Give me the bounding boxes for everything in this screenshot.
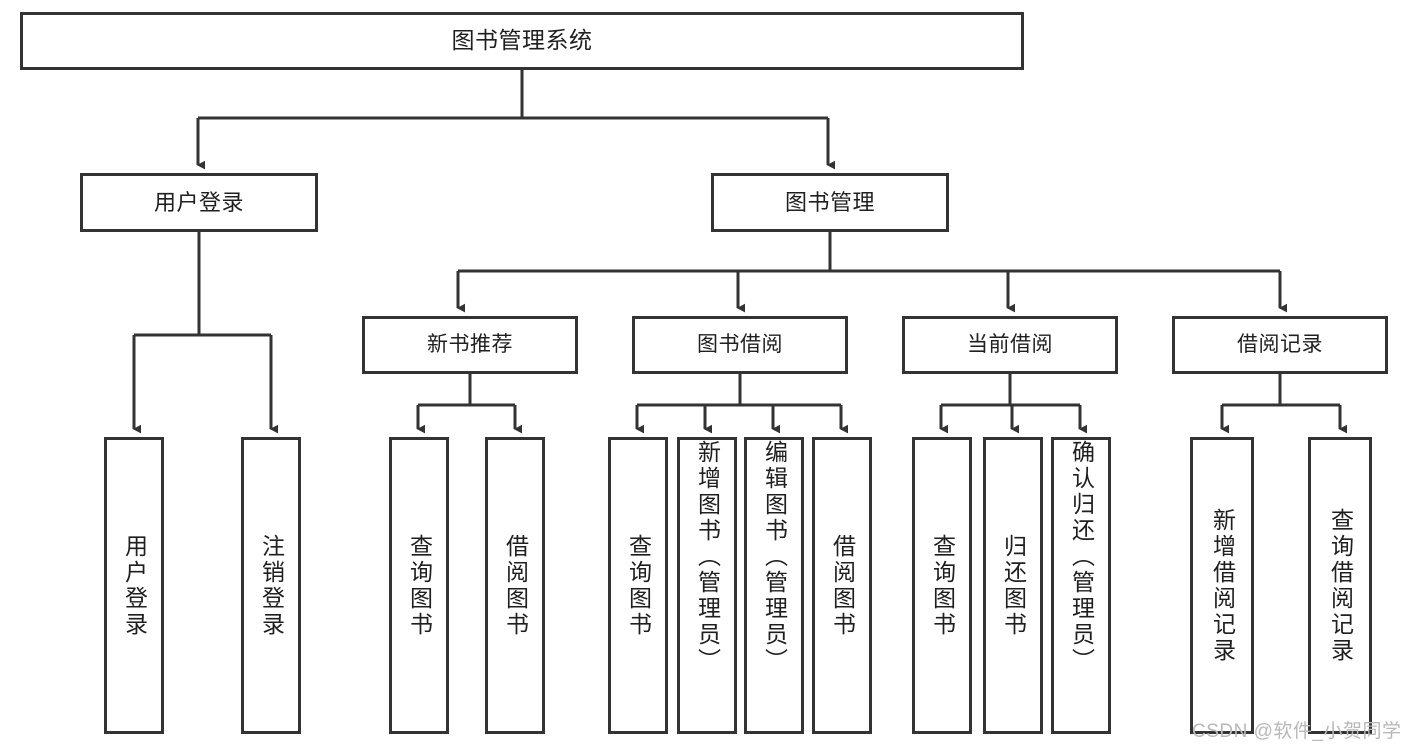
node-user-login-label: 用户登录 [153, 189, 244, 215]
node-book-management-label: 图书管理 [784, 189, 875, 215]
node-leaf-return-book-label: 归还图书 [1000, 533, 1027, 638]
node-leaf-user-logout[interactable]: 注销登录 [241, 437, 301, 734]
node-leaf-borrow-book-1[interactable]: 借阅图书 [485, 437, 545, 734]
node-leaf-query-book-1[interactable]: 查询图书 [389, 437, 449, 734]
node-leaf-query-book-2-label: 查询图书 [625, 533, 652, 638]
node-leaf-borrow-book-2-label: 借阅图书 [829, 533, 856, 638]
node-leaf-edit-book-label: 编辑图书（管理员） [761, 440, 788, 674]
node-root[interactable]: 图书管理系统 [20, 12, 1024, 70]
node-current-borrow-label: 当前借阅 [967, 332, 1053, 356]
node-user-login[interactable]: 用户登录 [80, 173, 318, 232]
node-leaf-confirm-return[interactable]: 确认归还（管理员） [1051, 437, 1111, 734]
node-leaf-return-book[interactable]: 归还图书 [983, 437, 1043, 734]
node-leaf-query-record[interactable]: 查询借阅记录 [1308, 437, 1372, 734]
node-book-borrow[interactable]: 图书借阅 [632, 316, 848, 374]
node-current-borrow[interactable]: 当前借阅 [902, 316, 1118, 374]
node-leaf-add-book[interactable]: 新增图书（管理员） [677, 437, 737, 734]
node-leaf-user-login-label: 用户登录 [121, 533, 148, 638]
node-book-management[interactable]: 图书管理 [711, 173, 949, 232]
node-new-book-recommend[interactable]: 新书推荐 [362, 316, 578, 374]
node-leaf-borrow-book-1-label: 借阅图书 [502, 533, 529, 638]
node-leaf-confirm-return-label: 确认归还（管理员） [1068, 440, 1095, 674]
node-book-borrow-label: 图书借阅 [697, 332, 783, 356]
node-borrow-record-label: 借阅记录 [1237, 332, 1323, 356]
node-leaf-add-record[interactable]: 新增借阅记录 [1190, 437, 1254, 734]
node-leaf-edit-book[interactable]: 编辑图书（管理员） [744, 437, 804, 734]
node-leaf-user-login[interactable]: 用户登录 [104, 437, 164, 734]
node-leaf-add-record-label: 新增借阅记录 [1209, 507, 1236, 664]
csdn-watermark: CSDN @软件_小贺同学 [1192, 721, 1402, 742]
node-leaf-add-book-label: 新增图书（管理员） [694, 440, 721, 674]
node-leaf-query-book-1-label: 查询图书 [406, 533, 433, 638]
node-leaf-query-book-3[interactable]: 查询图书 [912, 437, 972, 734]
node-leaf-query-record-label: 查询借阅记录 [1327, 507, 1354, 664]
node-leaf-query-book-2[interactable]: 查询图书 [608, 437, 668, 734]
node-leaf-borrow-book-2[interactable]: 借阅图书 [812, 437, 872, 734]
node-root-label: 图书管理系统 [451, 27, 593, 54]
node-borrow-record[interactable]: 借阅记录 [1172, 316, 1388, 374]
node-leaf-query-book-3-label: 查询图书 [929, 533, 956, 638]
node-new-book-recommend-label: 新书推荐 [427, 332, 513, 356]
node-leaf-user-logout-label: 注销登录 [258, 533, 285, 638]
